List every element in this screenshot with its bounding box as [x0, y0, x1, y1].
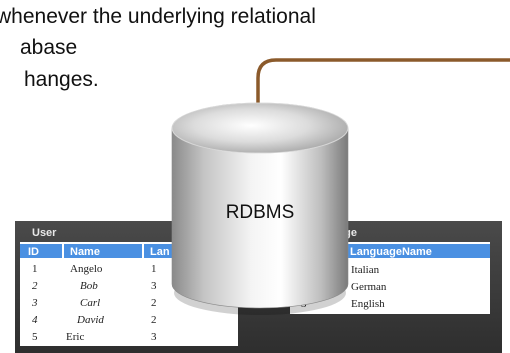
caption-line-2: abase [20, 36, 78, 59]
user-row-3-id: 3 [31, 297, 38, 309]
user-row-5-lang: 3 [151, 331, 157, 343]
user-row-2-name: Bob [80, 280, 98, 292]
user-col-id-header [20, 244, 62, 258]
language-row-3-name: English [351, 298, 385, 310]
database-cylinder-icon: RDBMS [171, 102, 349, 315]
user-row-3-lang: 2 [151, 297, 157, 309]
database-label: RDBMS [226, 202, 295, 223]
caption-line-1: whenever the underlying relational [0, 5, 316, 28]
user-row-1-name: Angelo [70, 263, 103, 275]
user-row-5-id: 5 [32, 331, 38, 343]
user-row-4-name: David [76, 314, 104, 326]
language-col-name-header [344, 244, 490, 258]
language-header-name: LanguageName [350, 246, 432, 258]
user-row-2-lang: 3 [151, 280, 157, 292]
user-row-3-name: Carl [80, 297, 100, 309]
user-row-1-id: 1 [32, 263, 38, 275]
user-table-title: User [32, 227, 57, 239]
user-row-4-id: 4 [32, 314, 38, 326]
user-header-lang: Lan [150, 246, 170, 258]
language-row-2-name: German [351, 281, 387, 293]
user-col-lang-header [144, 244, 174, 258]
user-header-id: ID [28, 246, 39, 258]
user-row-1-lang: 1 [151, 263, 157, 275]
connector-line [256, 58, 510, 170]
user-header-name: Name [70, 246, 100, 258]
user-col-name-header [64, 244, 142, 258]
user-row-5-name: Eric [66, 331, 84, 343]
caption-line-3: hanges. [24, 68, 99, 91]
user-row-4-lang: 2 [151, 314, 157, 326]
user-row-2-id: 2 [32, 280, 38, 292]
language-row-1-name: Italian [351, 264, 380, 276]
